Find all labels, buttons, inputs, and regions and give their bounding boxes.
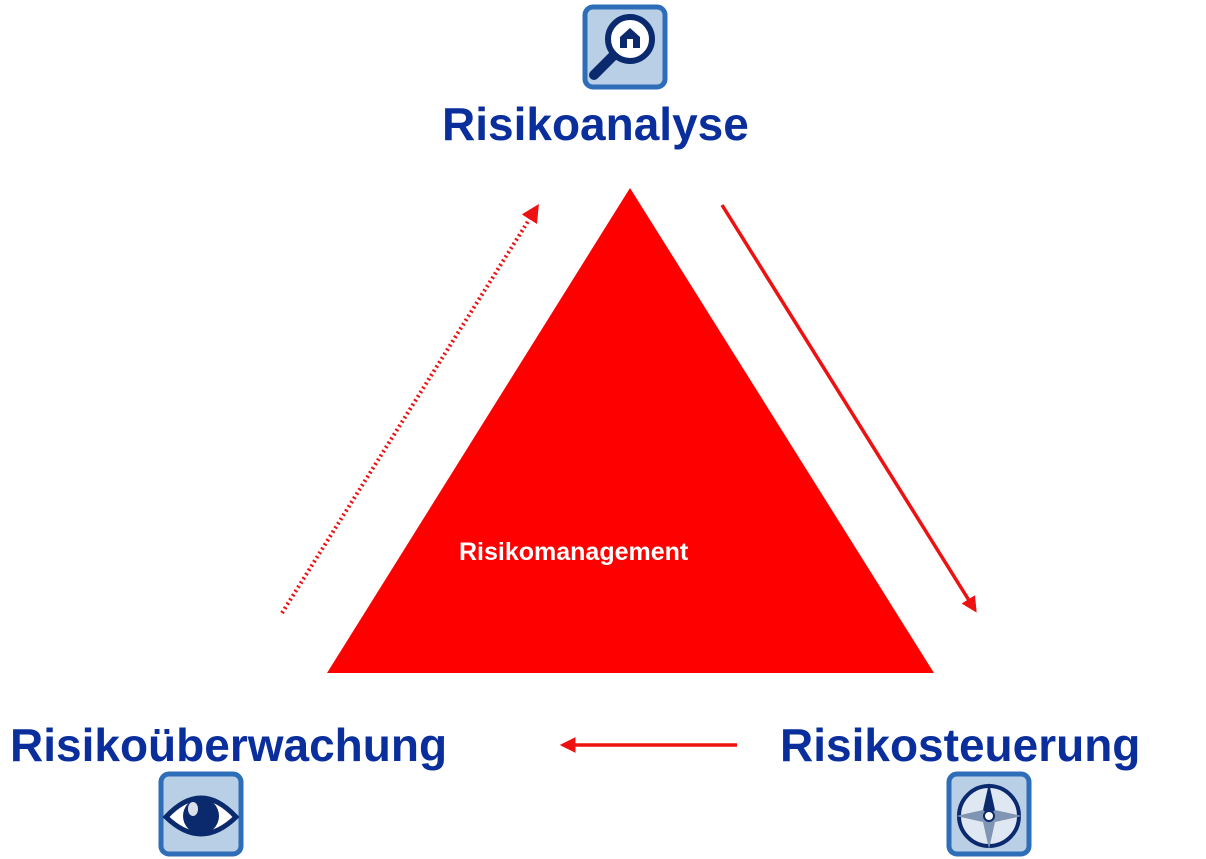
- arrow-analyse-to-steuerung: [720, 204, 977, 613]
- compass-icon: [946, 771, 1032, 857]
- risk-triangle: [327, 188, 934, 673]
- magnifier-house-icon: [582, 4, 668, 90]
- center-label: Risikomanagement: [459, 538, 689, 566]
- node-label-risikoueberwachung: Risikoüberwachung: [10, 719, 448, 771]
- eye-icon: [158, 771, 244, 857]
- node-label-risikoanalyse: Risikoanalyse: [442, 98, 749, 150]
- node-label-risikosteuerung: Risikosteuerung: [780, 719, 1141, 771]
